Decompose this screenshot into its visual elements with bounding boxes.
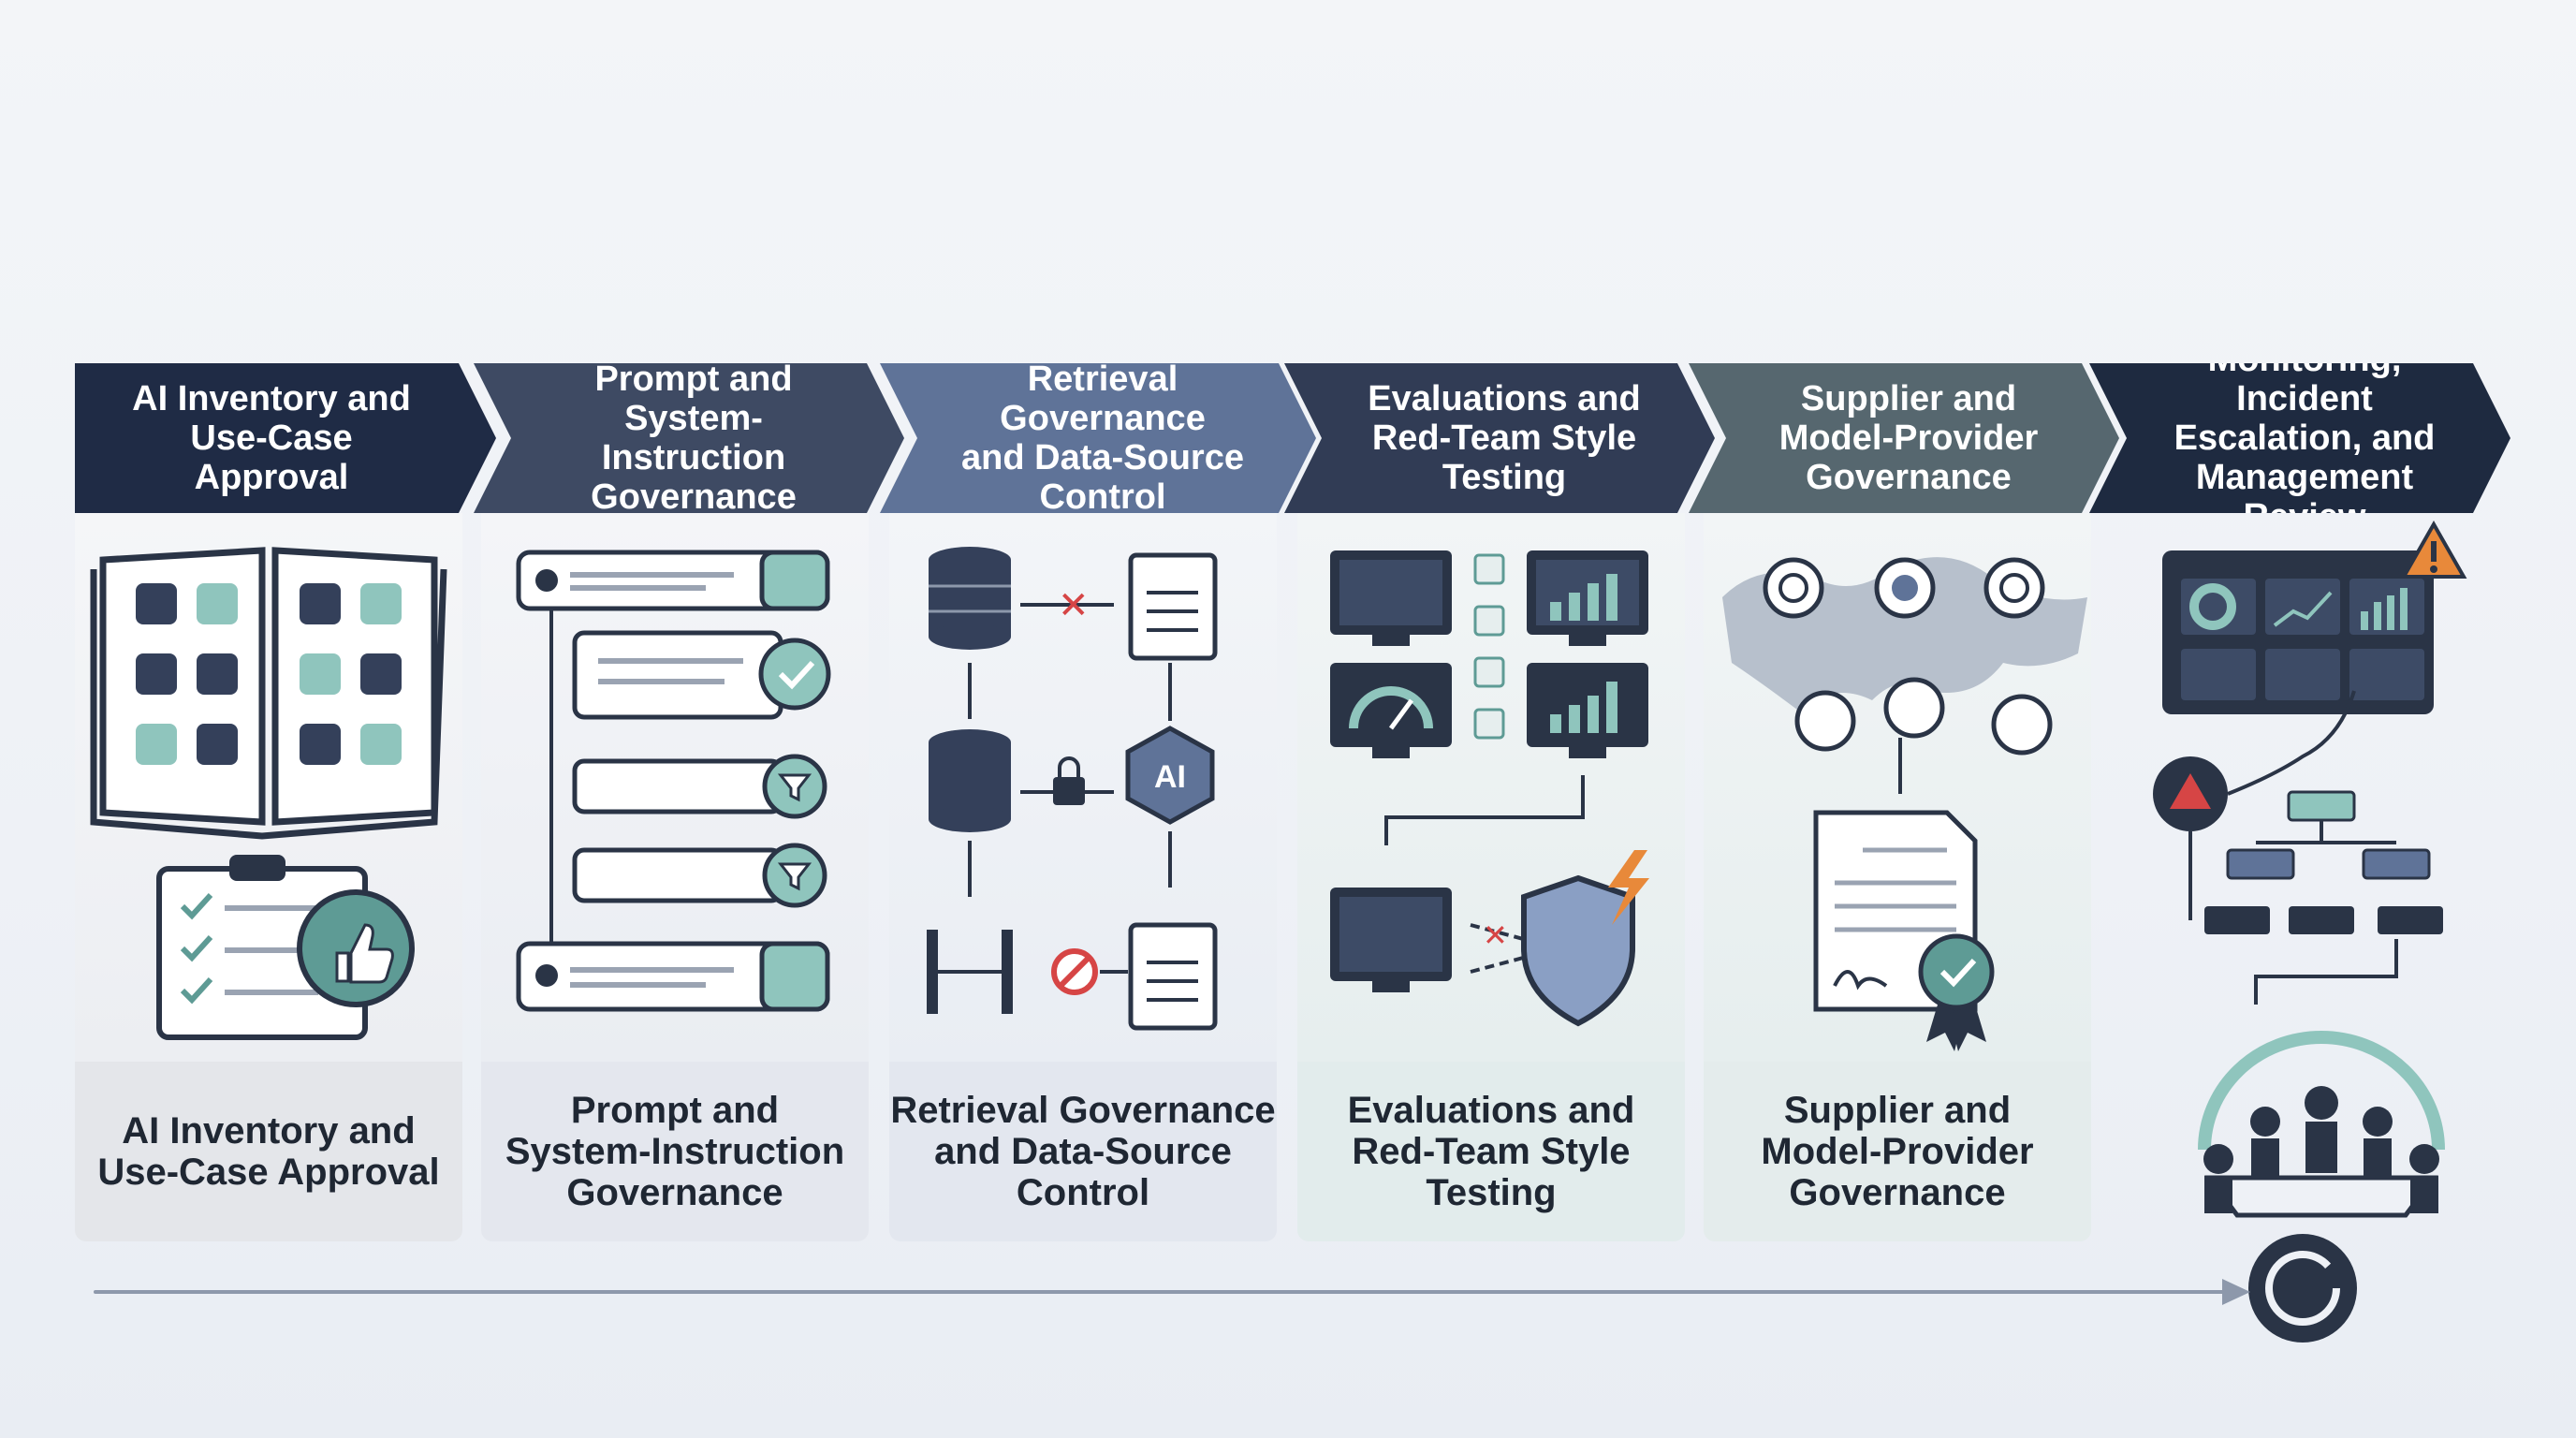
evaluation-testing-icon: ✕ bbox=[1330, 550, 1649, 1027]
retrieval-control-icon: ✕ AI bbox=[927, 547, 1218, 1031]
stage-1-caption: AI Inventory and Use-Case Approval bbox=[75, 1062, 462, 1241]
alert-icon bbox=[2153, 756, 2228, 831]
stage-5-panel: Supplier and Model-Provider Governance bbox=[1704, 513, 2091, 1241]
stage-5-header: Supplier and Model-Provider Governance bbox=[1689, 363, 2119, 513]
stage-2-caption: Prompt and System-Instruction Governance bbox=[481, 1062, 869, 1241]
stage-4-caption: Evaluations and Red-Team Style Testing bbox=[1297, 1062, 1685, 1241]
stage-4-panel: ✕ Evaluations and Red-Team Style Testing bbox=[1297, 513, 1685, 1241]
stage-1-panel: AI Inventory and Use-Case Approval bbox=[75, 513, 462, 1241]
stage-3-panel: ✕ AI Retri bbox=[889, 513, 1277, 1241]
svg-text:✕: ✕ bbox=[1058, 584, 1090, 627]
stage-6-header: Monitoring, Incident Escalation, and Man… bbox=[2089, 363, 2510, 513]
stage-5-caption: Supplier and Model-Provider Governance bbox=[1704, 1062, 2091, 1241]
management-meeting-icon bbox=[2198, 1031, 2445, 1218]
svg-text:✕: ✕ bbox=[1483, 917, 1508, 953]
approval-clipboard-icon bbox=[156, 855, 415, 1040]
timeline-arrowhead-icon bbox=[2222, 1279, 2250, 1305]
ai-chip-label: AI bbox=[1154, 759, 1186, 795]
database-icon bbox=[929, 547, 1011, 650]
warning-icon bbox=[2400, 520, 2467, 579]
stage-4-header: Evaluations and Red-Team Style Testing bbox=[1284, 363, 1715, 513]
stage-3-caption: Retrieval Governance and Data-Source Con… bbox=[889, 1062, 1277, 1241]
dashboard-icon bbox=[2162, 550, 2434, 714]
monitoring-review-illustration bbox=[2153, 520, 2467, 1343]
prompt-hierarchy-icon bbox=[516, 550, 831, 1012]
stage-2-header: Prompt and System-Instruction Governance bbox=[474, 363, 904, 513]
stage-3-header: Retrieval Governance and Data-Source Con… bbox=[880, 363, 1316, 513]
process-timeline-arrow bbox=[94, 1290, 2237, 1294]
stage-1-header: AI Inventory and Use-Case Approval bbox=[75, 363, 496, 513]
review-cycle-icon bbox=[2248, 1234, 2357, 1343]
inventory-book-icon bbox=[90, 547, 447, 840]
supplier-governance-icon bbox=[1722, 557, 2087, 1051]
stage-2-panel: Prompt and System-Instruction Governance bbox=[481, 513, 869, 1241]
